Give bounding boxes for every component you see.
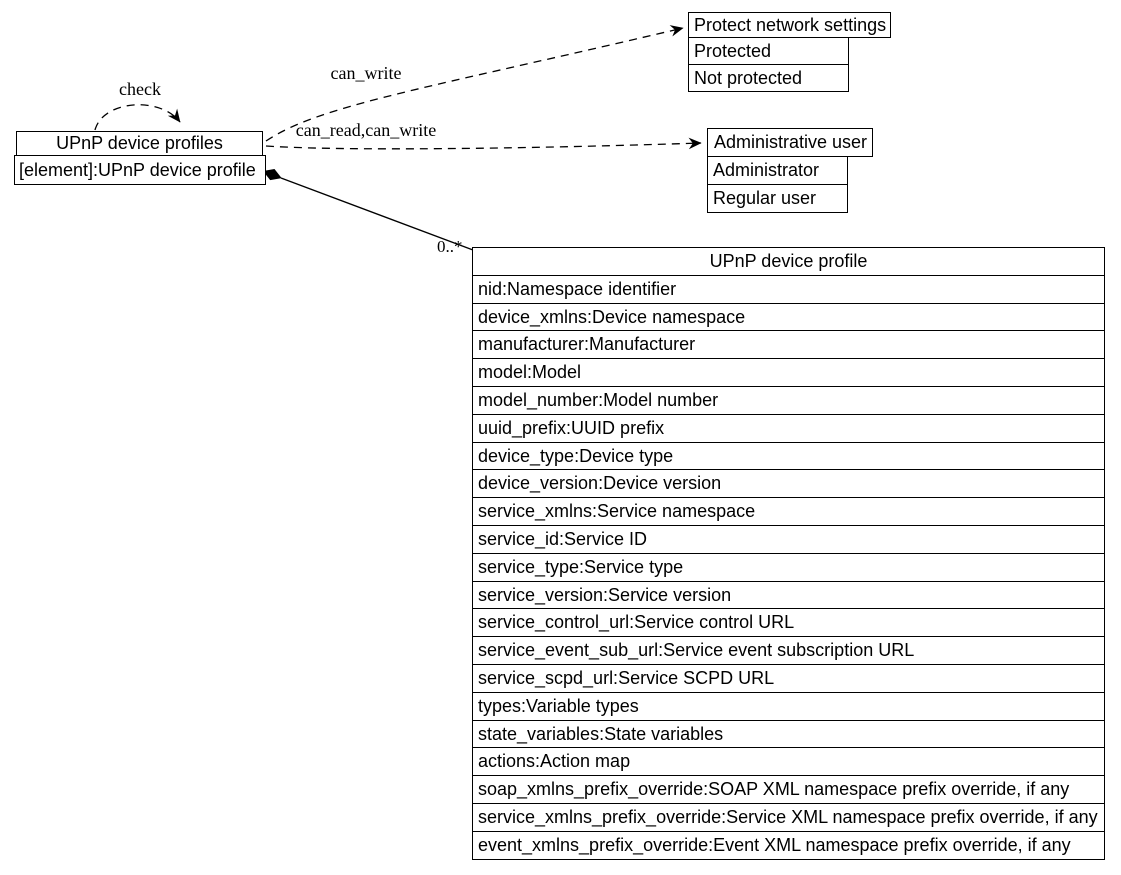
attribute-row: event_xmlns_prefix_override:Event XML na…: [472, 830, 1105, 860]
attribute-row: service_version:Service version: [472, 580, 1105, 610]
edge-label-can-write: can_write: [330, 63, 402, 83]
attribute-row: service_type:Service type: [472, 552, 1105, 582]
node-protect-network-settings-title: Protect network settings: [688, 12, 891, 38]
composition-edge: [280, 177, 474, 251]
attribute-row: service_xmlns_prefix_override:Service XM…: [472, 802, 1105, 832]
attribute-row: types:Variable types: [472, 691, 1105, 721]
enum-value-row: Regular user: [707, 184, 848, 213]
edge-label-check: check: [119, 79, 161, 99]
attribute-row: device_xmlns:Device namespace: [472, 302, 1105, 332]
enum-value-row: Not protected: [688, 64, 849, 92]
attribute-row: manufacturer:Manufacturer: [472, 330, 1105, 360]
attribute-row: model_number:Model number: [472, 385, 1105, 415]
attribute-row: uuid_prefix:UUID prefix: [472, 413, 1105, 443]
attribute-row: device_version:Device version: [472, 469, 1105, 499]
can-read-can-write-edge: [265, 137, 702, 150]
composition-diamond-icon: [263, 168, 282, 181]
attribute-row: service_xmlns:Service namespace: [472, 497, 1105, 526]
check-self-loop-edge: [94, 104, 181, 131]
attribute-row: service_scpd_url:Service SCPD URL: [472, 663, 1105, 693]
node-upnp-device-profile-title: UPnP device profile: [472, 247, 1105, 276]
node-upnp-device-profiles-attributes: [element]:UPnP device profile: [14, 155, 266, 185]
attribute-row: device_type:Device type: [472, 441, 1105, 471]
enum-value-row: Protected: [688, 37, 849, 65]
attribute-row: nid:Namespace identifier: [472, 274, 1105, 304]
node-upnp-device-profiles-title: UPnP device profiles: [16, 131, 263, 156]
node-administrative-user-title: Administrative user: [707, 128, 873, 157]
attribute-row: state_variables:State variables: [472, 719, 1105, 749]
attribute-row: soap_xmlns_prefix_override:SOAP XML name…: [472, 775, 1105, 804]
attribute-row: [element]:UPnP device profile: [14, 155, 266, 185]
can-write-edge: [265, 25, 684, 142]
enum-value-row: Administrator: [707, 156, 848, 185]
attribute-row: model:Model: [472, 358, 1105, 387]
edge-label-can-read-can-write: can_read,can_write: [295, 120, 437, 140]
attribute-row: service_id:Service ID: [472, 524, 1105, 554]
edge-label-multiplicity: 0..*: [437, 237, 463, 256]
attribute-row: actions:Action map: [472, 747, 1105, 777]
attribute-row: service_control_url:Service control URL: [472, 608, 1105, 638]
attribute-row: service_event_sub_url:Service event subs…: [472, 636, 1105, 665]
